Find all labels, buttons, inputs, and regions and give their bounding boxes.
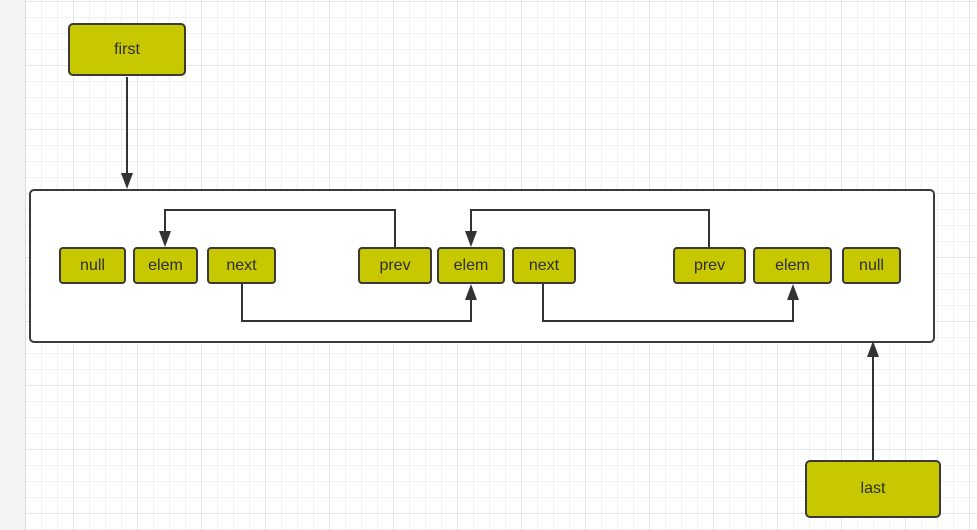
arrowhead-node1-elem-down <box>159 231 171 247</box>
node2-elem[interactable]: elem <box>437 247 505 284</box>
node3-elem[interactable]: elem <box>753 247 832 284</box>
node2-prev[interactable]: prev <box>358 247 432 284</box>
arrowhead-last-up <box>867 341 879 357</box>
node3-prev-to-node2-elem-arrow <box>470 209 710 247</box>
node3-prev[interactable]: prev <box>673 247 746 284</box>
last-pointer-node[interactable]: last <box>805 460 941 518</box>
node2-prev-to-node1-elem-arrow <box>164 209 396 247</box>
arrowhead-node3-elem-up <box>787 284 799 300</box>
node1-next-to-node2-elem-arrow <box>241 284 472 322</box>
left-gutter <box>0 0 26 530</box>
node2-next[interactable]: next <box>512 247 576 284</box>
node3-next-null[interactable]: null <box>842 247 901 284</box>
node1-prev-null[interactable]: null <box>59 247 126 284</box>
arrowhead-node2-elem-up <box>465 284 477 300</box>
arrowhead-node2-elem-down <box>465 231 477 247</box>
node2-next-to-node3-elem-arrow <box>542 284 794 322</box>
first-pointer-node[interactable]: first <box>68 23 186 76</box>
arrowhead-first-down <box>121 173 133 189</box>
node1-next[interactable]: next <box>207 247 276 284</box>
node1-elem[interactable]: elem <box>133 247 198 284</box>
